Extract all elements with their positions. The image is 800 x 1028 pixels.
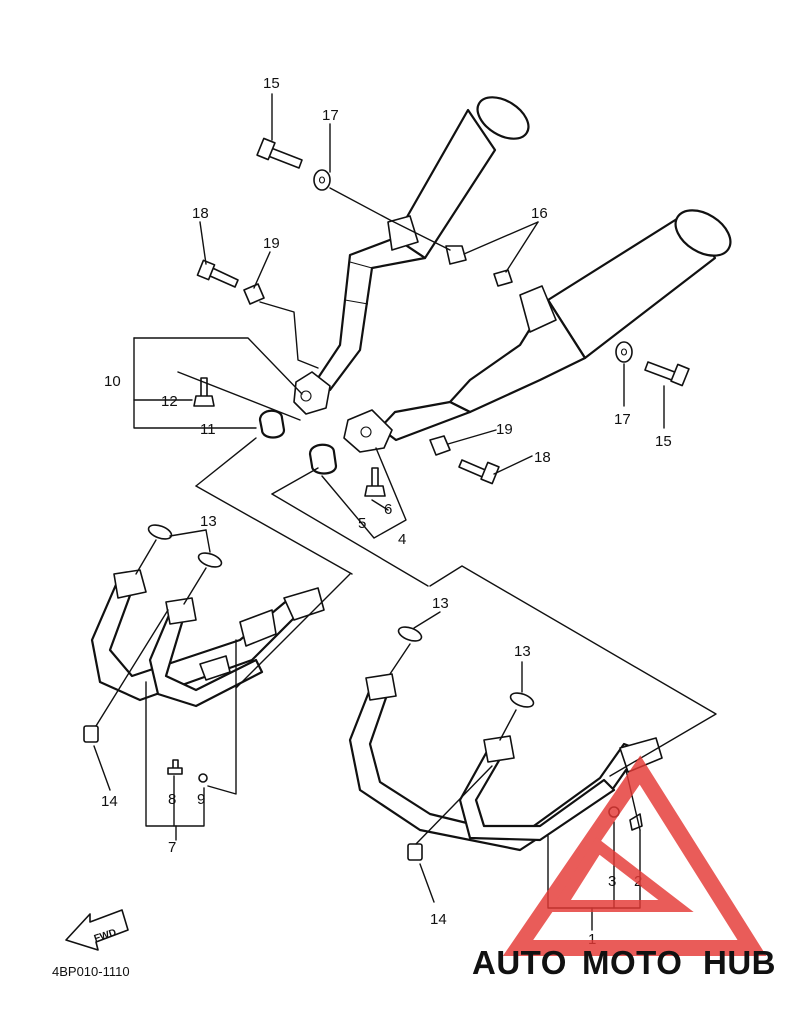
callout-3: 3	[608, 873, 616, 890]
drawing-code: 4BP010-1110	[52, 964, 130, 979]
callout-13-right-a: 13	[432, 595, 449, 612]
callout-19-left: 19	[263, 235, 280, 252]
watermark-hub: HUB	[703, 944, 776, 981]
callout-7: 7	[168, 839, 176, 856]
callout-14-right: 14	[430, 911, 447, 928]
callout-12: 12	[161, 393, 178, 410]
callout-6: 6	[384, 501, 392, 518]
callout-18-right: 18	[534, 449, 551, 466]
watermark-text: AUTO MOTO HUB	[472, 944, 776, 981]
callout-10: 10	[104, 373, 121, 390]
callout-16: 16	[531, 205, 548, 222]
leader-lines	[93, 93, 717, 931]
watermark-logo	[502, 755, 767, 956]
watermark-auto: AUTO	[472, 944, 567, 981]
callout-labels: 15 17 16 18 19 10 12 11 17 15 19 18 5 6 …	[101, 75, 672, 948]
callout-13-right-b: 13	[514, 643, 531, 660]
callout-11: 11	[200, 421, 216, 438]
callout-18-left: 18	[192, 205, 209, 222]
callout-15-right: 15	[655, 433, 672, 450]
upper-hardware	[193, 137, 690, 497]
callout-5: 5	[358, 515, 366, 532]
callout-9: 9	[197, 791, 205, 808]
left-muffler	[293, 96, 530, 415]
right-muffler	[343, 209, 732, 453]
callout-4: 4	[398, 531, 406, 548]
fwd-arrow: FWD	[65, 909, 129, 951]
callout-17-top: 17	[322, 107, 339, 124]
callout-14-left: 14	[101, 793, 118, 810]
callout-19-right: 19	[496, 421, 513, 438]
callout-8: 8	[168, 791, 176, 808]
callout-17-right: 17	[614, 411, 631, 428]
callout-13-left: 13	[200, 513, 217, 530]
left-exhaust-pipe	[83, 524, 325, 783]
callout-15-top: 15	[263, 75, 280, 92]
right-exhaust-pipe	[348, 626, 663, 861]
callout-1: 1	[588, 931, 596, 948]
watermark-moto: MOTO	[582, 944, 682, 981]
